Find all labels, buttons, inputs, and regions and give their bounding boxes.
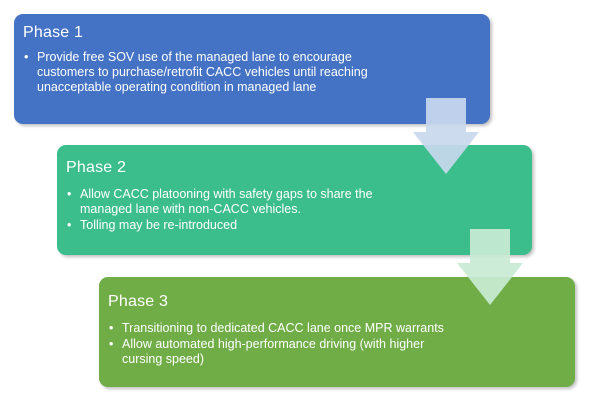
phase-2-bullet-list: Allow CACC platooning with safety gaps t…	[66, 187, 411, 233]
phase-1-box: Phase 1 Provide free SOV use of the mana…	[14, 14, 490, 124]
phase-1-bullet: Provide free SOV use of the managed lane…	[23, 50, 368, 95]
phase-3-title: Phase 3	[108, 293, 169, 310]
down-arrow-icon	[413, 98, 479, 174]
down-arrow-2-shape	[457, 229, 523, 305]
phase-2-bullet: Allow CACC platooning with safety gaps t…	[66, 187, 411, 217]
phase-3-bullet-list: Transitioning to dedicated CACC lane onc…	[108, 321, 453, 367]
phase-3-box: Phase 3 Transitioning to dedicated CACC …	[99, 277, 575, 387]
down-arrow-icon	[457, 229, 523, 305]
down-arrow-1-shape	[413, 98, 479, 174]
phase-2-title: Phase 2	[66, 159, 127, 176]
phase-1-bullet-list: Provide free SOV use of the managed lane…	[23, 50, 368, 95]
phase-1-title: Phase 1	[23, 24, 84, 41]
phase-2-bullet: Tolling may be re-introduced	[66, 218, 411, 233]
phase-3-bullet: Allow automated high-performance driving…	[108, 337, 453, 367]
phase-3-bullet: Transitioning to dedicated CACC lane onc…	[108, 321, 453, 336]
